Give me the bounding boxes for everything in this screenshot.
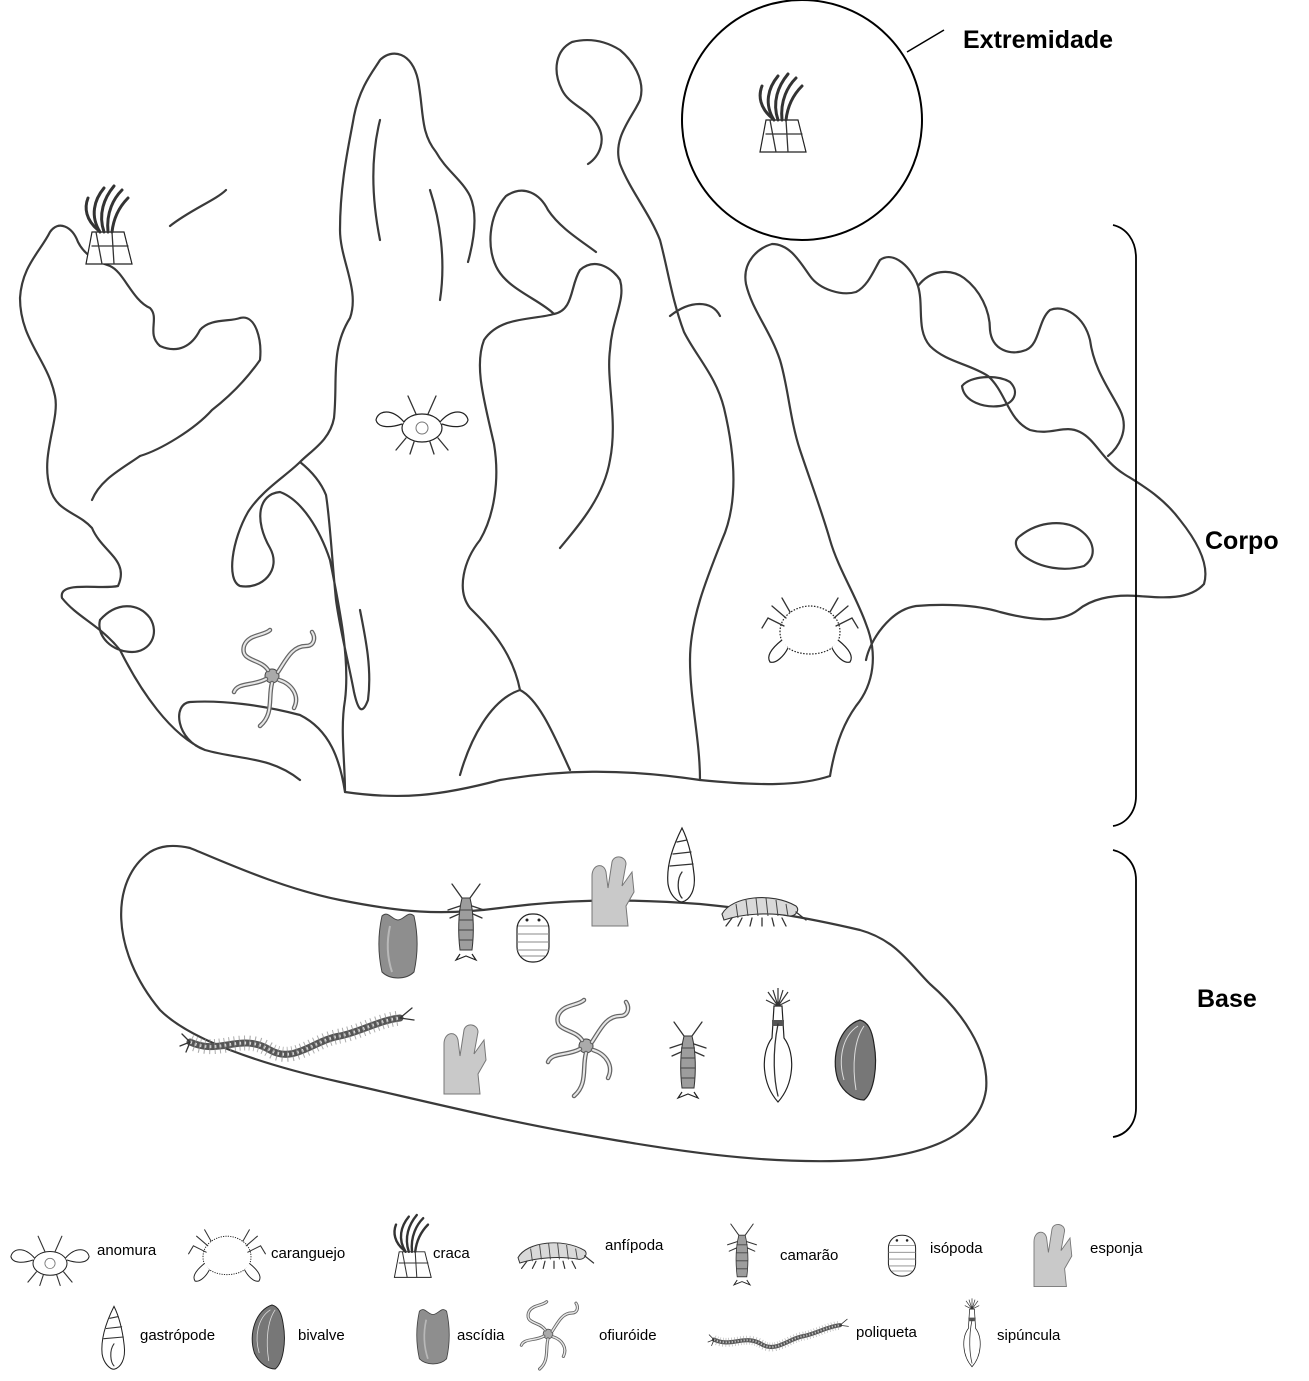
anomura-crab-icon [376,396,468,454]
organisms-on-coral [86,74,876,1102]
brittle-star-icon [234,630,314,726]
coral-outline [20,40,1205,1161]
legend-label-bivalve: bivalve [298,1327,345,1344]
sponge-icon [444,1025,486,1094]
sponge-icon [1034,1224,1072,1286]
legend-label-anomura: anomura [97,1242,156,1259]
legend-icons [11,1215,1072,1369]
barnacle-icon [394,1215,431,1277]
bivalve-icon [835,1020,875,1100]
shrimp-icon [670,1022,706,1098]
sipunculan-icon [964,1298,980,1366]
isopod-icon [517,914,549,962]
zone-label-extremidade: Extremidade [963,26,1113,55]
legend-label-esponja: esponja [1090,1240,1143,1257]
barnacle-icon [760,74,806,152]
base-bracket [1113,850,1136,1137]
crab-icon [189,1230,266,1281]
sponge-icon [592,857,634,926]
polychaete-icon [180,1008,414,1054]
shrimp-icon [448,884,484,960]
anomura-crab-icon [11,1236,89,1285]
isopod-icon [888,1235,915,1276]
barnacle-icon [86,186,132,264]
legend-label-isopoda: isópoda [930,1240,983,1257]
legend-label-gastropode: gastrópode [140,1327,215,1344]
gastropod-icon [102,1306,125,1369]
ascidian-icon [379,914,417,978]
zone-label-base: Base [1197,985,1257,1014]
legend-label-poliqueta: poliqueta [856,1324,917,1341]
amphipod-icon [518,1243,594,1269]
amphipod-icon [722,898,806,926]
legend-label-anfipoda: anfípoda [605,1237,663,1254]
gastropod-icon [668,828,695,902]
crab-icon [762,598,858,662]
legend-label-caranguejo: caranguejo [271,1245,345,1262]
polychaete-icon [708,1319,848,1347]
legend-label-ofiuroide: ofiuróide [599,1327,657,1344]
brittle-star-icon [548,1000,628,1096]
legend-label-ascidia: ascídia [457,1327,505,1344]
brittle-star-icon [521,1302,577,1369]
legend-label-camarao: camarão [780,1247,838,1264]
ascidian-icon [417,1310,449,1364]
sipunculan-icon [764,988,791,1102]
extremidade-marker [682,0,944,240]
shrimp-icon [728,1224,757,1285]
bivalve-icon [252,1305,284,1369]
legend-label-craca: craca [433,1245,470,1262]
legend-label-sipuncula: sipúncula [997,1327,1060,1344]
corpo-bracket [1113,225,1136,826]
zone-label-corpo: Corpo [1205,527,1279,556]
